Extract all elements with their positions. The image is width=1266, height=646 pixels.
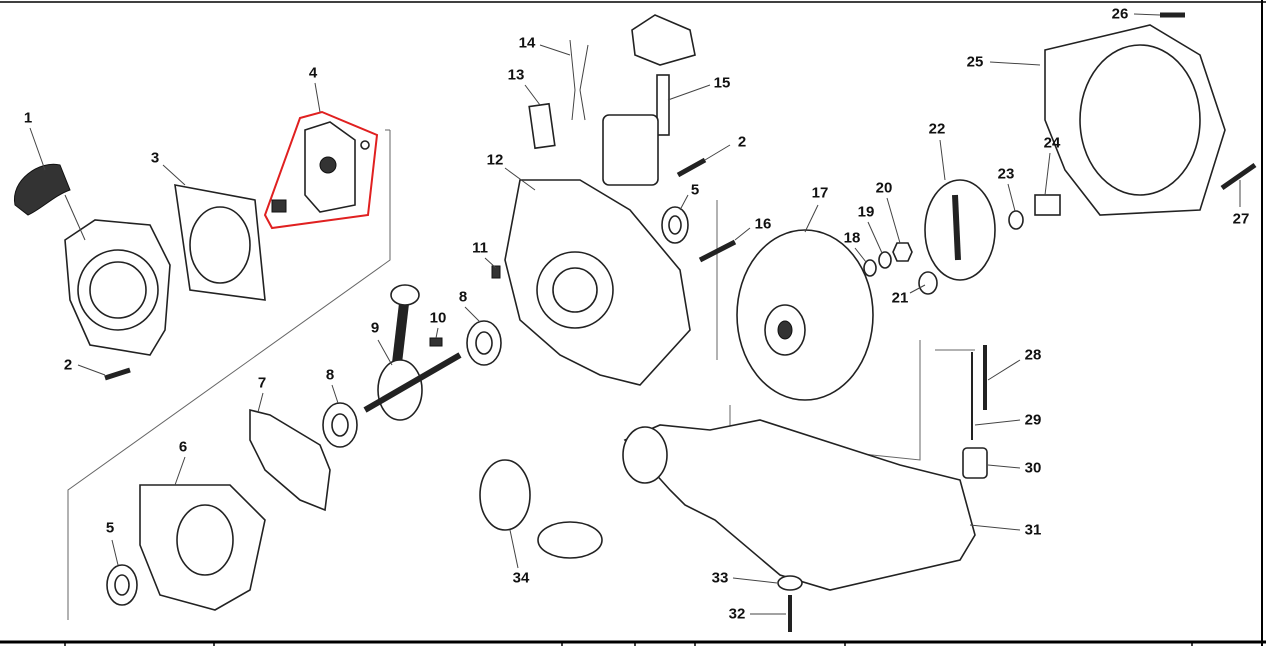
label-part-18: 18	[843, 229, 861, 247]
label-part-22: 22	[928, 120, 946, 138]
part-17-flywheel	[736, 229, 874, 401]
label-part-8: 8	[458, 288, 468, 306]
part-2-screw-right	[676, 157, 707, 178]
label-part-5: 5	[105, 519, 115, 537]
label-part-14: 14	[518, 34, 536, 52]
part-10-key	[429, 337, 443, 347]
label-part-4: 4	[308, 64, 318, 82]
label-part-7: 7	[257, 374, 267, 392]
part-13-plate	[528, 102, 556, 150]
part-33-washer	[777, 575, 803, 591]
part-23-ring	[1008, 210, 1024, 230]
label-part-23: 23	[997, 165, 1015, 183]
label-part-17: 17	[811, 184, 829, 202]
label-part-24: 24	[1043, 134, 1061, 152]
part-31-fuel-tank	[622, 419, 976, 591]
part-19-washer	[878, 251, 892, 269]
part-9-crankshaft	[363, 284, 462, 421]
label-part-27: 27	[1232, 210, 1250, 228]
label-part-10: 10	[429, 309, 447, 327]
label-part-13: 13	[507, 66, 525, 84]
part-7-gasket	[249, 408, 331, 512]
label-part-28: 28	[1024, 346, 1042, 364]
part-4-highlight	[263, 110, 379, 230]
label-part-21: 21	[891, 289, 909, 307]
part-24-bolt	[1034, 194, 1061, 216]
part-6-crankcase-half	[139, 484, 266, 611]
part-21-washer	[918, 271, 938, 295]
part-3-gasket	[174, 184, 266, 301]
part-5-seal-upper	[661, 206, 689, 244]
label-part-32: 32	[728, 605, 746, 623]
label-part-31: 31	[1024, 521, 1042, 539]
part-18-washer	[863, 259, 877, 277]
label-part-12: 12	[486, 151, 504, 169]
label-part-25: 25	[966, 53, 984, 71]
label-part-3: 3	[150, 149, 160, 167]
part-11-pin	[491, 265, 501, 279]
label-part-2: 2	[737, 133, 747, 151]
label-part-20: 20	[875, 179, 893, 197]
label-part-8: 8	[325, 366, 335, 384]
label-part-6: 6	[178, 438, 188, 456]
label-part-16: 16	[754, 215, 772, 233]
part-14-wires	[569, 39, 589, 121]
part-12-crankcase	[504, 179, 691, 386]
part-22-clutch	[924, 179, 996, 281]
label-part-19: 19	[857, 203, 875, 221]
part-20-nut	[892, 242, 913, 262]
part-2-screw-left	[104, 367, 131, 381]
label-part-11: 11	[472, 239, 488, 257]
label-part-30: 30	[1024, 459, 1042, 477]
part-1-recoil-starter	[14, 163, 171, 356]
part-5-seal-lower	[106, 564, 138, 606]
table-column-dividers	[64, 642, 1193, 646]
part-27-screw	[1220, 162, 1257, 191]
part-30-filter	[962, 447, 988, 479]
label-part-9: 9	[370, 319, 380, 337]
part-25-housing	[1044, 24, 1226, 216]
label-part-5: 5	[690, 181, 700, 199]
part-16-bolt	[698, 239, 737, 263]
leader-lines	[29, 13, 1241, 615]
label-part-29: 29	[1024, 411, 1042, 429]
part-15-ignition-coil	[602, 14, 696, 186]
part-8-bearing-lower	[322, 402, 358, 448]
part-34-fuel-cap	[479, 459, 603, 559]
label-part-33: 33	[711, 569, 729, 587]
label-part-34: 34	[512, 569, 530, 587]
label-part-15: 15	[713, 74, 731, 92]
part-8-bearing-upper	[466, 320, 502, 366]
assembly-lines	[67, 129, 975, 620]
label-part-2: 2	[63, 356, 73, 374]
label-part-26: 26	[1111, 5, 1129, 23]
label-part-1: 1	[23, 109, 33, 127]
